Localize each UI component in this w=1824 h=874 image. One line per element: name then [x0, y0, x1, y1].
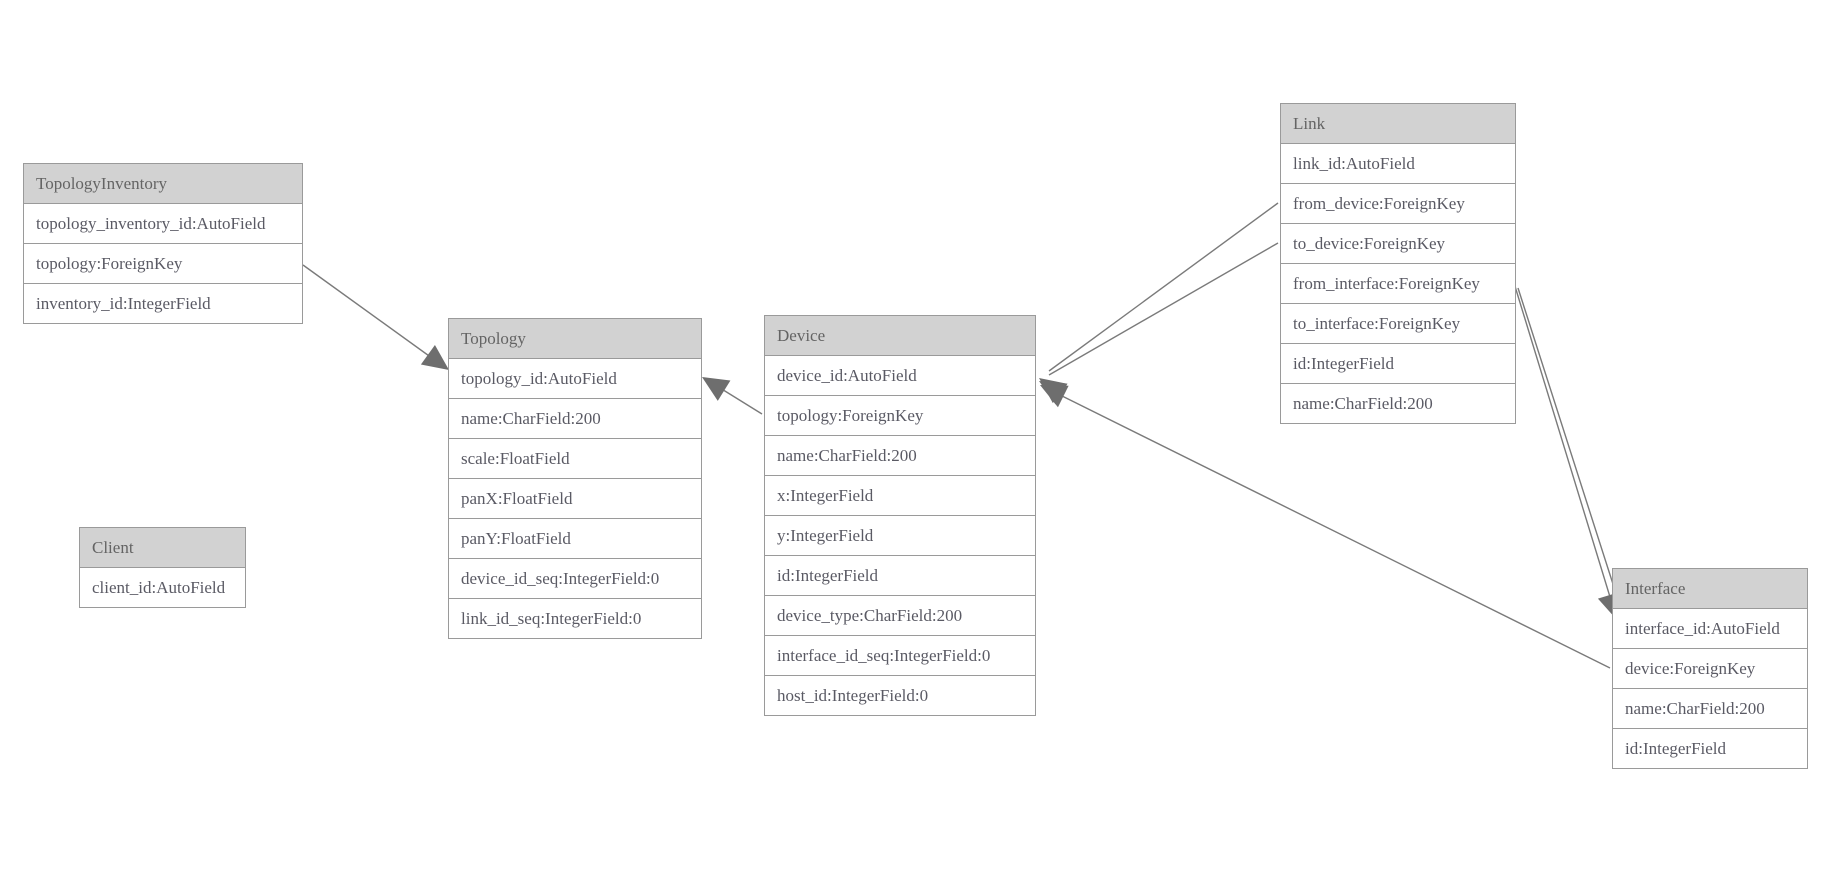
relationship-line [1048, 242, 1279, 376]
relationship-rel-link-todevice-device [1039, 242, 1279, 405]
entity-field-row: interface_id:AutoField [1613, 609, 1807, 648]
relationship-line [1049, 389, 1611, 669]
relationship-line [1048, 202, 1279, 372]
entity-field-row: from_interface:ForeignKey [1281, 263, 1515, 303]
entity-field-row: id:IntegerField [1613, 728, 1807, 768]
entity-field-row: panX:FloatField [449, 478, 701, 518]
entity-title-interface: Interface [1613, 569, 1807, 609]
entity-field-row: name:CharField:200 [449, 398, 701, 438]
entity-field-row: name:CharField:200 [765, 435, 1035, 475]
entity-field-row: x:IntegerField [765, 475, 1035, 515]
entity-title-topology_inventory: TopologyInventory [24, 164, 302, 204]
relationship-line [1513, 282, 1615, 611]
relationship-arrowhead-icon [1040, 385, 1069, 408]
entity-field-row: inventory_id:IntegerField [24, 283, 302, 323]
entity-title-client: Client [80, 528, 245, 568]
entity-field-row: y:IntegerField [765, 515, 1035, 555]
relationship-arrowhead-icon [1039, 378, 1068, 404]
relationship-rel-device-topology [702, 377, 763, 415]
entity-field-row: device_id_seq:IntegerField:0 [449, 558, 701, 598]
entity-field-row: topology:ForeignKey [765, 395, 1035, 435]
entity-field-row: link_id_seq:IntegerField:0 [449, 598, 701, 638]
entity-field-row: interface_id_seq:IntegerField:0 [765, 635, 1035, 675]
entity-field-row: host_id:IntegerField:0 [765, 675, 1035, 715]
relationship-arrowhead-icon [1039, 381, 1068, 405]
entity-title-link: Link [1281, 104, 1515, 144]
entity-field-row: id:IntegerField [765, 555, 1035, 595]
entity-field-row: panY:FloatField [449, 518, 701, 558]
relationship-line [302, 264, 444, 367]
entity-field-row: to_device:ForeignKey [1281, 223, 1515, 263]
relationship-rel-link-fromdevice-device [1039, 202, 1279, 404]
entity-field-row: device_type:CharField:200 [765, 595, 1035, 635]
entity-field-row: link_id:AutoField [1281, 144, 1515, 183]
entity-field-row: topology:ForeignKey [24, 243, 302, 283]
entity-field-row: name:CharField:200 [1281, 383, 1515, 423]
entity-field-row: scale:FloatField [449, 438, 701, 478]
entity-field-row: to_interface:ForeignKey [1281, 303, 1515, 343]
entity-field-row: device:ForeignKey [1613, 648, 1807, 688]
entity-field-row: id:IntegerField [1281, 343, 1515, 383]
entity-field-row: topology_inventory_id:AutoField [24, 204, 302, 243]
relationship-rel-topologyinventory-topology [302, 264, 449, 370]
entity-field-row: device_id:AutoField [765, 356, 1035, 395]
entity-field-row: name:CharField:200 [1613, 688, 1807, 728]
entity-field-row: client_id:AutoField [80, 568, 245, 607]
entity-field-row: topology_id:AutoField [449, 359, 701, 398]
entity-title-topology: Topology [449, 319, 701, 359]
relationship-line [1517, 287, 1622, 610]
relationship-line [711, 382, 763, 415]
entity-title-device: Device [765, 316, 1035, 356]
entity-field-row: from_device:ForeignKey [1281, 183, 1515, 223]
